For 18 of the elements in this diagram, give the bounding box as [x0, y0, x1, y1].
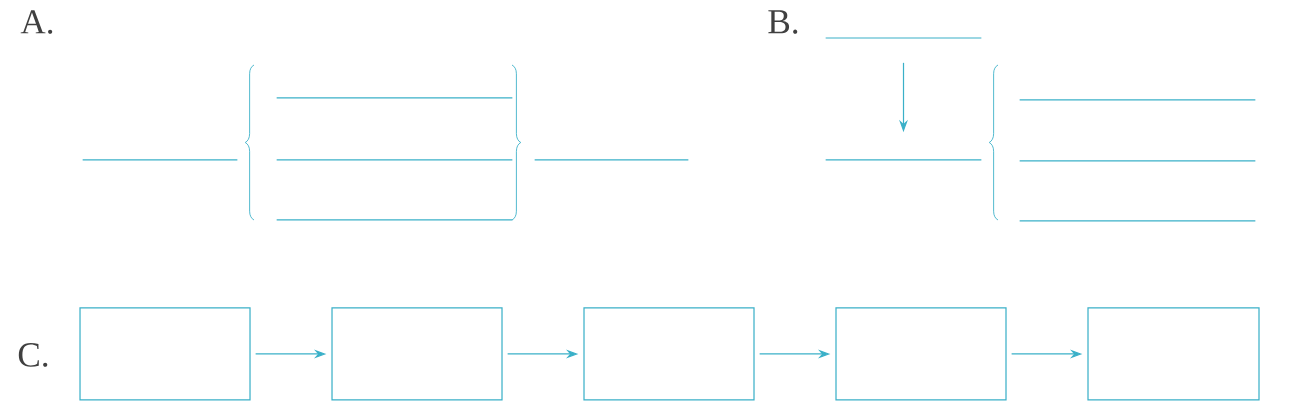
- fill-in-line: [825, 159, 982, 161]
- fill-in-line: [1019, 99, 1256, 101]
- fill-in-line: [276, 159, 513, 161]
- fill-in-line: [1019, 220, 1256, 222]
- section-letter: B.: [768, 10, 798, 34]
- empty-box: [583, 307, 755, 401]
- fill-in-line: [534, 159, 689, 161]
- section-letter: A.: [20, 10, 53, 34]
- empty-box: [835, 307, 1007, 401]
- fill-in-line: [82, 159, 238, 161]
- fill-in-line: [276, 219, 513, 221]
- empty-box: [331, 307, 503, 401]
- empty-box: [79, 307, 251, 401]
- fill-in-line: [276, 97, 513, 99]
- fill-in-line: [825, 37, 982, 39]
- empty-box: [1087, 307, 1260, 401]
- fill-in-line: [1019, 160, 1256, 162]
- section-letter: C.: [18, 343, 48, 367]
